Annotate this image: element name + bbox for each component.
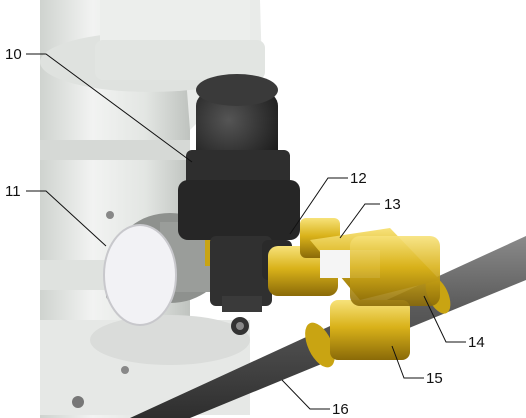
callout-10: 10: [5, 46, 22, 63]
callout-13: 13: [384, 196, 401, 213]
callout-14: 14: [468, 334, 485, 351]
callout-15: 15: [426, 370, 443, 387]
brass-fittings: [268, 218, 440, 360]
callout-labels: 10 11 12 13 14 15 16: [5, 46, 485, 418]
leader-lines: [26, 53, 466, 410]
callout-11: 11: [5, 183, 21, 200]
callout-16: 16: [332, 401, 349, 418]
callout-12: 12: [350, 170, 367, 187]
